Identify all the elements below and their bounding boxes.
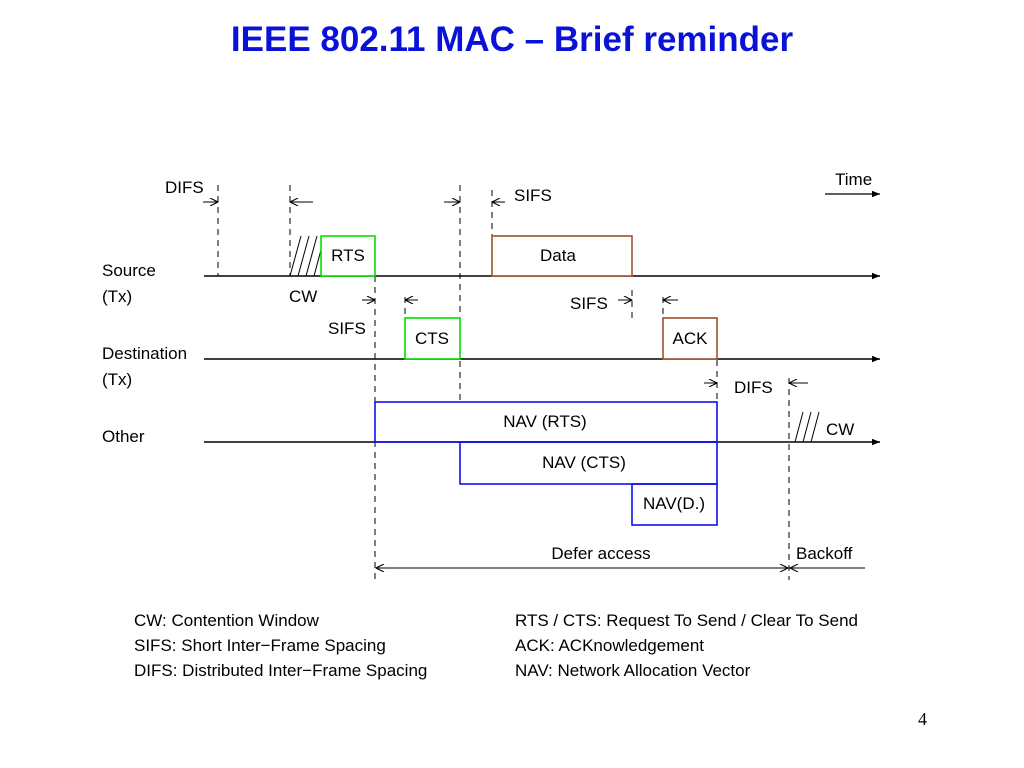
- cw-other-hatch-line: [794, 411, 804, 443]
- row-label-destination: Destination (Tx): [102, 344, 187, 389]
- cts-frame: CTS: [404, 317, 461, 360]
- nav-d-box: [631, 483, 718, 526]
- nav-rts-label: NAV (RTS): [503, 412, 586, 431]
- row-label-destination-line1: Destination: [102, 344, 187, 363]
- row-label-source-line1: Source: [102, 261, 156, 280]
- cw-source-hatch-line: [305, 235, 318, 277]
- nav-d-label: NAV(D.): [643, 494, 705, 513]
- defer-access-label: Defer access: [551, 544, 650, 563]
- cw-source-hatch-line: [297, 235, 310, 277]
- ack-frame-box: [662, 317, 718, 360]
- rts-frame-label: RTS: [331, 246, 365, 265]
- cts-frame-label: CTS: [415, 329, 449, 348]
- cw-other-hatch-line: [802, 411, 812, 443]
- backoff-label: Backoff: [796, 544, 853, 563]
- row-label-other: Other: [102, 427, 145, 446]
- legend-sifs: SIFS: Short Inter−Frame Spacing: [134, 636, 386, 655]
- cw-other-hatch: [794, 411, 820, 443]
- row-label-source-line2: (Tx): [102, 287, 132, 306]
- time-label: Time: [835, 170, 872, 189]
- page-number: 4: [918, 709, 927, 729]
- interval-arrows: [203, 202, 808, 383]
- sifs-after-data-label: SIFS: [570, 294, 608, 313]
- cw-source-hatch-line: [313, 249, 322, 277]
- data-frame: Data: [491, 235, 633, 277]
- legend-rts-cts: RTS / CTS: Request To Send / Clear To Se…: [515, 611, 859, 630]
- difs-source-label: DIFS: [165, 178, 204, 197]
- nav-cts-box: [459, 441, 718, 485]
- rts-frame-box: [320, 235, 376, 277]
- nav-cts-label: NAV (CTS): [542, 453, 626, 472]
- ack-frame-label: ACK: [673, 329, 709, 348]
- legend-nav: NAV: Network Allocation Vector: [515, 661, 751, 680]
- row-label-destination-line2: (Tx): [102, 370, 132, 389]
- cw-source-hatch: [289, 235, 322, 277]
- cw-other-hatch-line: [810, 411, 820, 443]
- legend-right: RTS / CTS: Request To Send / Clear To Se…: [515, 608, 858, 683]
- data-frame-label: Data: [540, 246, 576, 265]
- ack-frame: ACK: [662, 317, 718, 360]
- cw-source-hatch-line: [289, 235, 302, 277]
- difs-other-label: DIFS: [734, 378, 773, 397]
- legend-left: CW: Contention Window SIFS: Short Inter−…: [134, 608, 427, 683]
- sifs-after-rts-label: SIFS: [328, 319, 366, 338]
- slide-title: IEEE 802.11 MAC – Brief reminder: [230, 20, 794, 59]
- cw-source-label: CW: [289, 287, 317, 306]
- rts-frame: RTS: [320, 235, 376, 277]
- data-frame-box: [491, 235, 633, 277]
- legend-difs: DIFS: Distributed Inter−Frame Spacing: [134, 661, 428, 680]
- sifs-after-cts-label: SIFS: [514, 186, 552, 205]
- cw-other-label: CW: [826, 420, 854, 439]
- nav-cts-bar: NAV (CTS): [459, 441, 718, 485]
- nav-rts-bar: NAV (RTS): [374, 401, 718, 443]
- legend-cw: CW: Contention Window: [134, 611, 319, 630]
- cts-frame-box: [404, 317, 461, 360]
- nav-d-bar: NAV(D.): [631, 483, 718, 526]
- row-label-source: Source (Tx): [102, 261, 156, 306]
- legend-ack: ACK: ACKnowledgement: [515, 636, 704, 655]
